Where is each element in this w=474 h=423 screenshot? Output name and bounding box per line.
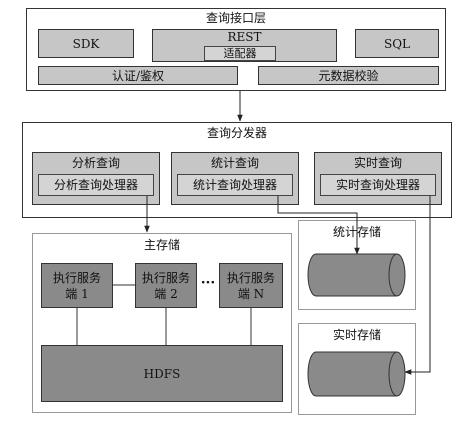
realtime-storage-title: 实时存储 bbox=[332, 328, 381, 342]
metadata-box: 元数据校验 bbox=[258, 66, 439, 85]
executor-1-line1: 执行服务 bbox=[52, 270, 101, 285]
adapter-box: 适配器 bbox=[204, 46, 276, 61]
analysis-processor-label: 分析查询处理器 bbox=[53, 178, 138, 192]
stats-processor-box: 统计查询处理器 bbox=[177, 174, 293, 196]
executor-1-box: 执行服务 端 1 bbox=[41, 263, 113, 308]
realtime-processor-label: 实时查询处理器 bbox=[335, 178, 420, 192]
analysis-query-label: 分析查询 bbox=[71, 156, 120, 170]
hdfs-box: HDFS bbox=[41, 345, 283, 402]
auth-box: 认证/鉴权 bbox=[38, 66, 238, 85]
query-dispatcher-title: 查询分发器 bbox=[206, 126, 267, 140]
sql-box: SQL bbox=[355, 29, 439, 58]
stats-processor-label: 统计查询处理器 bbox=[192, 178, 277, 192]
executor-2-line2: 端 2 bbox=[154, 286, 178, 301]
sdk-label: SDK bbox=[72, 36, 100, 51]
query-interface-layer-title: 查询接口层 bbox=[205, 11, 266, 25]
executor-n-line1: 执行服务 bbox=[226, 270, 275, 285]
sql-label: SQL bbox=[383, 36, 411, 51]
executor-ellipsis: ··· bbox=[200, 275, 216, 291]
realtime-processor-box: 实时查询处理器 bbox=[320, 174, 436, 196]
realtime-query-label: 实时查询 bbox=[353, 156, 402, 170]
arrow-realtime-to-realtime-storage bbox=[404, 196, 431, 375]
hdfs-label: HDFS bbox=[143, 366, 181, 381]
auth-label: 认证/鉴权 bbox=[111, 68, 165, 83]
arrow-stats-to-stats-storage bbox=[277, 196, 360, 255]
executor-n-box: 执行服务 端 N bbox=[219, 263, 283, 308]
executor-n-line2: 端 N bbox=[237, 286, 265, 301]
metadata-label: 元数据校验 bbox=[318, 68, 379, 83]
adapter-label: 适配器 bbox=[223, 46, 257, 60]
executor-2-line1: 执行服务 bbox=[141, 270, 190, 285]
sdk-box: SDK bbox=[38, 29, 134, 58]
rest-label: REST bbox=[227, 30, 262, 44]
realtime-storage-cylinder bbox=[307, 351, 406, 397]
executor-1-line2: 端 1 bbox=[65, 286, 89, 301]
main-storage-title: 主存储 bbox=[143, 238, 180, 252]
analysis-processor-box: 分析查询处理器 bbox=[38, 174, 154, 196]
executor-2-box: 执行服务 端 2 bbox=[135, 263, 197, 308]
stats-query-label: 统计查询 bbox=[210, 156, 259, 170]
stats-storage-cylinder bbox=[307, 253, 406, 297]
